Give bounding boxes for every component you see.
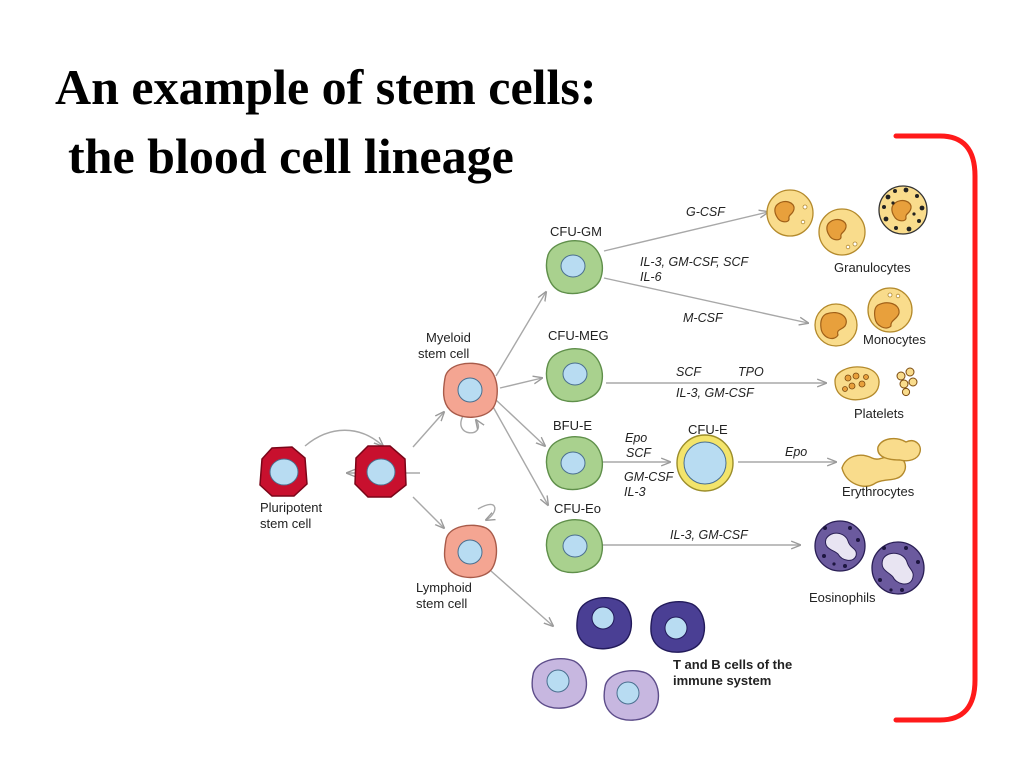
erythrocytes xyxy=(841,437,921,487)
factor-scf-e: SCF xyxy=(626,446,652,460)
factor-il3: IL-3 xyxy=(624,485,646,499)
myeloid-label-1: Myeloid xyxy=(426,330,471,345)
cfu-meg-cell xyxy=(545,348,603,403)
slide-title-line-2: the blood cell lineage xyxy=(68,128,514,184)
factor-il3-gmcsf-scf: IL-3, GM-CSF, SCF xyxy=(640,255,749,269)
factor-il3-gmcsf-meg: IL-3, GM-CSF xyxy=(676,386,755,400)
cfu-eo-label: CFU-Eo xyxy=(554,501,601,516)
platelets-label: Platelets xyxy=(854,406,904,421)
cfu-eo-cell xyxy=(545,519,603,574)
granulocytes-label: Granulocytes xyxy=(834,260,911,275)
factor-g-csf: G-CSF xyxy=(686,205,726,219)
lymphoid-label-1: Lymphoid xyxy=(416,580,472,595)
monocyte-cell xyxy=(867,287,913,333)
eosinophils-label: Eosinophils xyxy=(809,590,876,605)
pluripotent-cell xyxy=(259,446,308,497)
bfu-e-label: BFU-E xyxy=(553,418,592,433)
bfu-e-cell xyxy=(545,436,603,491)
factor-scf: SCF xyxy=(676,365,702,379)
eosinophil-cell xyxy=(871,541,925,595)
myeloid-stem-cell xyxy=(442,362,498,418)
factor-tpo: TPO xyxy=(738,365,764,379)
granulocyte-cell xyxy=(766,189,814,237)
granulocyte-dark-cell xyxy=(878,185,928,235)
platelet-fragments xyxy=(896,367,918,397)
factor-epo-1: Epo xyxy=(625,431,647,445)
cfu-meg-label: CFU-MEG xyxy=(548,328,609,343)
pluripotent-cell xyxy=(354,445,407,498)
factor-epo-2: Epo xyxy=(785,445,807,459)
platelet xyxy=(834,366,880,401)
granulocyte-cell xyxy=(818,208,866,256)
lymphocyte-dark xyxy=(576,597,633,650)
cfu-gm-cell xyxy=(545,240,603,295)
factor-gm-csf: GM-CSF xyxy=(624,470,675,484)
lymphocyte-light xyxy=(531,657,588,709)
cfu-gm-label: CFU-GM xyxy=(550,224,602,239)
lymphoid-stem-cell xyxy=(443,524,498,579)
bracket xyxy=(893,133,978,723)
eosinophil-cell xyxy=(814,520,866,572)
tb-cells-label-1: T and B cells of the xyxy=(673,657,792,672)
lymphocyte-dark xyxy=(650,600,706,653)
factor-m-csf: M-CSF xyxy=(683,311,724,325)
tb-cells-label-2: immune system xyxy=(673,673,771,688)
monocyte-cell xyxy=(814,303,858,347)
lymphoid-label-2: stem cell xyxy=(416,596,467,611)
monocytes-label: Monocytes xyxy=(863,332,926,347)
cfu-e-label: CFU-E xyxy=(688,422,728,437)
lymphocyte-light xyxy=(603,669,660,721)
pluripotent-label-2: stem cell xyxy=(260,516,311,531)
slide-title-line-1: An example of stem cells: xyxy=(55,59,597,115)
factor-il6: IL-6 xyxy=(640,270,662,284)
erythrocytes-label: Erythrocytes xyxy=(842,484,915,499)
myeloid-label-2: stem cell xyxy=(418,346,469,361)
factor-il3-gmcsf-eo: IL-3, GM-CSF xyxy=(670,528,749,542)
pluripotent-label-1: Pluripotent xyxy=(260,500,323,515)
lineage-arrows xyxy=(304,212,836,626)
cfu-e-cell xyxy=(676,434,734,492)
